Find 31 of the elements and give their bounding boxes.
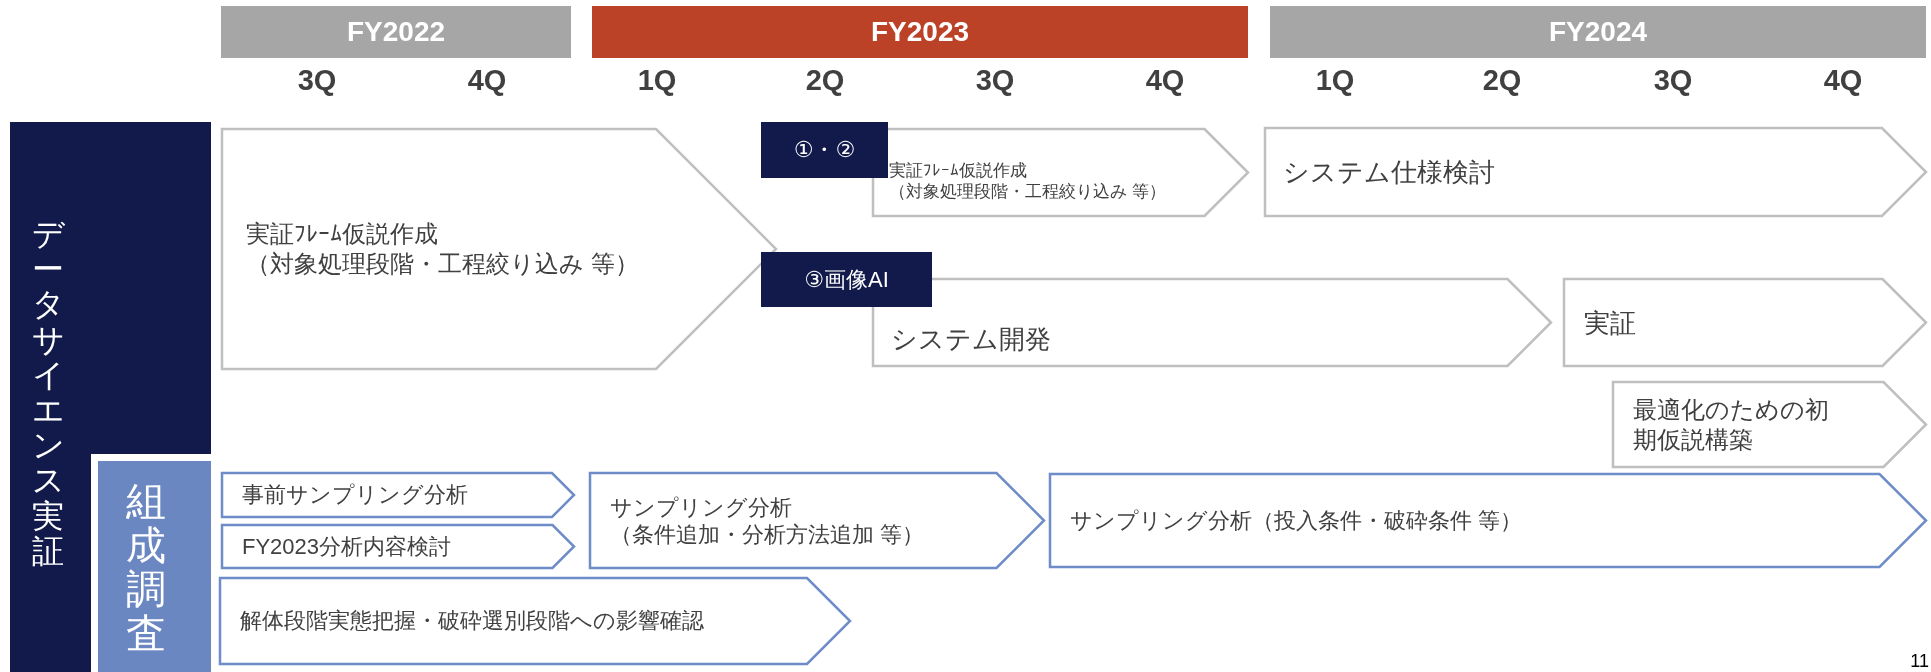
category-label: データサイエンス実証 xyxy=(32,217,64,569)
task-label: システム開発 xyxy=(891,322,1051,355)
quarter-label: 3Q xyxy=(1653,64,1693,97)
category-band xyxy=(10,122,211,672)
quarter-label: 2Q xyxy=(1482,64,1522,97)
task-label: 解体段階実態把握・破砕選別段階への影響確認 xyxy=(240,607,704,635)
quarter-label: 3Q xyxy=(297,64,337,97)
quarter-label: 2Q xyxy=(805,64,845,97)
task-label: 最適化のための初期仮説構築 xyxy=(1633,394,1830,455)
quarter-label: 4Q xyxy=(1823,64,1863,97)
year-header: FY2023 xyxy=(592,6,1248,58)
phase-tag: ①・② xyxy=(761,122,888,178)
task-label: 事前サンプリング分析 xyxy=(242,481,468,509)
quarter-label: 1Q xyxy=(1315,64,1355,97)
task-label: サンプリング分析（条件追加・分析方法追加 等） xyxy=(610,493,925,548)
year-header: FY2024 xyxy=(1270,6,1926,58)
phase-tag: ③画像AI xyxy=(761,252,932,307)
task-label: システム仕様検討 xyxy=(1283,155,1495,189)
task-label: FY2023分析内容検討 xyxy=(242,532,452,561)
page-number: 11 xyxy=(1910,651,1929,672)
subcategory-label: 組成調査 xyxy=(126,479,166,655)
task-label: 実証ﾌﾚｰﾑ仮説作成（対象処理段階・工程絞り込み 等） xyxy=(889,159,1166,202)
year-header: FY2022 xyxy=(221,6,571,58)
quarter-label: 3Q xyxy=(975,64,1015,97)
quarter-label: 1Q xyxy=(637,64,677,97)
quarter-label: 4Q xyxy=(467,64,507,97)
task-label: 実証ﾌﾚｰﾑ仮説作成（対象処理段階・工程絞り込み 等） xyxy=(246,219,639,279)
quarter-label: 4Q xyxy=(1145,64,1185,97)
task-label: 実証 xyxy=(1584,306,1636,339)
subcategory-band xyxy=(91,454,211,672)
task-label: サンプリング分析（投入条件・破砕条件 等） xyxy=(1070,506,1523,535)
